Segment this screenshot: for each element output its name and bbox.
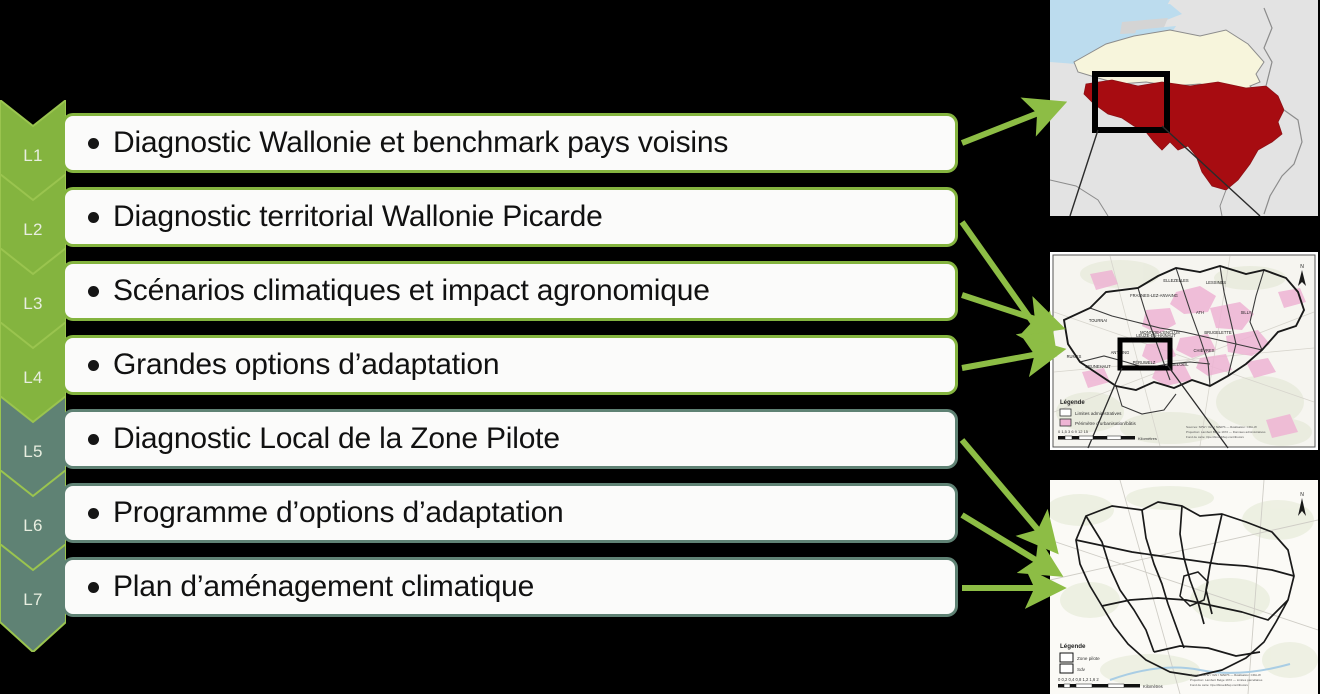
chevron-l7[interactable]: L7	[0, 544, 66, 652]
bullet-icon	[88, 211, 99, 223]
legend-item-0-label: Zone pilote	[1077, 656, 1100, 661]
svg-text:Projection: Lambert Belge 1972: Projection: Lambert Belge 1972 — Données…	[1186, 430, 1266, 434]
map-label-ellezelles: ELLEZELLES	[1163, 278, 1189, 283]
bullet-icon	[88, 285, 99, 297]
map-legend: Légende Limites administratives Périmètr…	[1059, 400, 1136, 427]
map-legend: Légende Zone pilote Sdv	[1059, 643, 1100, 674]
map-scale-bar: 0 1,5 3 6 9 12 15 Kilomètres	[1058, 429, 1157, 441]
bullet-icon	[88, 507, 99, 519]
svg-text:Fond de carte: OpenStreetMap c: Fond de carte: OpenStreetMap contributor…	[1186, 435, 1244, 439]
legend-item-1-label: Sdv	[1077, 667, 1086, 672]
bullet-icon	[88, 137, 99, 149]
step-text-l1: Diagnostic Wallonie et benchmark pays vo…	[113, 126, 729, 159]
step-text-l3: Scénarios climatiques et impact agronomi…	[113, 274, 710, 307]
legend-title: Légende	[1060, 400, 1085, 406]
step-box-l7[interactable]: Plan d’aménagement climatique	[62, 557, 958, 617]
chevron-shape-icon	[0, 100, 66, 208]
chevron-shape-icon	[0, 248, 66, 356]
zone-pilote-map-graphic: N Légende Zone pilote Sdv 0 0,2 0,4 0,8 …	[1050, 480, 1318, 694]
map-label-brugelette: BRUGELETTE	[1204, 330, 1232, 335]
map-label-mont-enclus: MONT-DE-L’ENCLUS	[1140, 330, 1180, 335]
scale-ticks: 0 0,2 0,4 0,8 1,2 1,6 2	[1058, 677, 1099, 682]
bullet-icon	[88, 581, 99, 593]
map-label-ath: ATH	[1196, 310, 1204, 315]
svg-text:Fond de carte: OpenStreetMap c: Fond de carte: OpenStreetMap contributor…	[1190, 683, 1248, 687]
map-label-peruwelz: PÉRUWELZ	[1133, 360, 1156, 365]
arrow-l4-to-wapi	[961, 335, 1067, 378]
map-label-leuze: LEUZE-EN-HAINAUT	[1136, 333, 1176, 338]
north-label: N	[1300, 492, 1304, 498]
arrow-l3-to-wapi	[961, 292, 1066, 336]
bullet-icon	[88, 433, 99, 445]
map-label-beloeil: BELOEIL	[1171, 362, 1189, 367]
svg-text:Projection: Lambert Belge 1972: Projection: Lambert Belge 1972 — Limites…	[1190, 678, 1263, 682]
step-box-l2[interactable]: Diagnostic territorial Wallonie Picarde	[62, 187, 958, 247]
scale-ticks: 0 1,5 3 6 9 12 15	[1058, 429, 1089, 434]
belgium-map-graphic	[1050, 0, 1318, 216]
chevron-shape-icon	[0, 470, 66, 578]
north-arrow-icon: N	[1298, 264, 1306, 286]
chevron-shape-icon	[0, 174, 66, 282]
scale-unit: Kilomètres	[1138, 436, 1157, 441]
step-text-l2: Diagnostic territorial Wallonie Picarde	[113, 200, 603, 233]
bullet-icon	[88, 359, 99, 371]
legend-title: Légende	[1060, 643, 1086, 650]
legend-item-1-label: Périmètre d’urbanisation/bâtis	[1075, 421, 1136, 426]
map-belgium-locator[interactable]	[1050, 0, 1318, 216]
process-chevron-rail: L1 L2 L3 L4 L5	[0, 0, 80, 694]
step-text-l6: Programme d’options d’adaptation	[113, 496, 564, 529]
wallonie-picarde-map-graphic: TOURNAI ATH LESSINES ELLEZELLES FRASNES-…	[1050, 252, 1318, 450]
map-wallonie-picarde[interactable]: TOURNAI ATH LESSINES ELLEZELLES FRASNES-…	[1050, 252, 1318, 450]
map-label-silly: SILLY	[1241, 310, 1252, 315]
map-label-lessines: LESSINES	[1206, 280, 1226, 285]
map-label-rumes: RUMES	[1067, 354, 1082, 359]
step-box-l5[interactable]: Diagnostic Local de la Zone Pilote	[62, 409, 958, 469]
north-label: N	[1300, 264, 1304, 270]
step-box-l6[interactable]: Programme d’options d’adaptation	[62, 483, 958, 543]
svg-text:Sources: SPW / IGN / IWEPS — R: Sources: SPW / IGN / IWEPS — Réalisation…	[1190, 673, 1261, 677]
svg-text:Sources: SPW / IGN / IWEPS — R: Sources: SPW / IGN / IWEPS — Réalisation…	[1186, 425, 1257, 429]
chevron-shape-icon	[0, 322, 66, 430]
legend-item-0-label: Limites administratives	[1075, 411, 1122, 416]
step-box-l4[interactable]: Grandes options d’adaptation	[62, 335, 958, 395]
map-label-frasnes: FRASNES-LEZ-ANVAING	[1130, 293, 1178, 298]
step-box-l1[interactable]: Diagnostic Wallonie et benchmark pays vo…	[62, 113, 958, 173]
map-zone-pilote[interactable]: N Légende Zone pilote Sdv 0 0,2 0,4 0,8 …	[1050, 480, 1318, 694]
step-text-l5: Diagnostic Local de la Zone Pilote	[113, 422, 560, 455]
map-label-tournai: TOURNAI	[1089, 318, 1107, 323]
north-arrow-icon: N	[1298, 492, 1306, 516]
arrow-l6-to-zone	[960, 512, 1064, 577]
map-label-chievres: CHIÈVRES	[1194, 348, 1215, 353]
step-box-l3[interactable]: Scénarios climatiques et impact agronomi…	[62, 261, 958, 321]
chevron-shape-icon	[0, 544, 66, 652]
arrow-l2-to-wapi	[959, 220, 1058, 357]
scale-unit: Kilomètres	[1143, 684, 1163, 689]
map-label-brunehaut: BRUNEHAUT	[1085, 364, 1111, 369]
map-scale-bar: 0 0,2 0,4 0,8 1,2 1,6 2 Kilomètres	[1058, 677, 1163, 689]
step-text-l7: Plan d’aménagement climatique	[113, 570, 535, 603]
step-text-l4: Grandes options d’adaptation	[113, 348, 500, 381]
arrow-l5-to-zone	[959, 438, 1059, 555]
chevron-shape-icon	[0, 396, 66, 504]
arrow-l1-to-belgium	[960, 97, 1068, 146]
